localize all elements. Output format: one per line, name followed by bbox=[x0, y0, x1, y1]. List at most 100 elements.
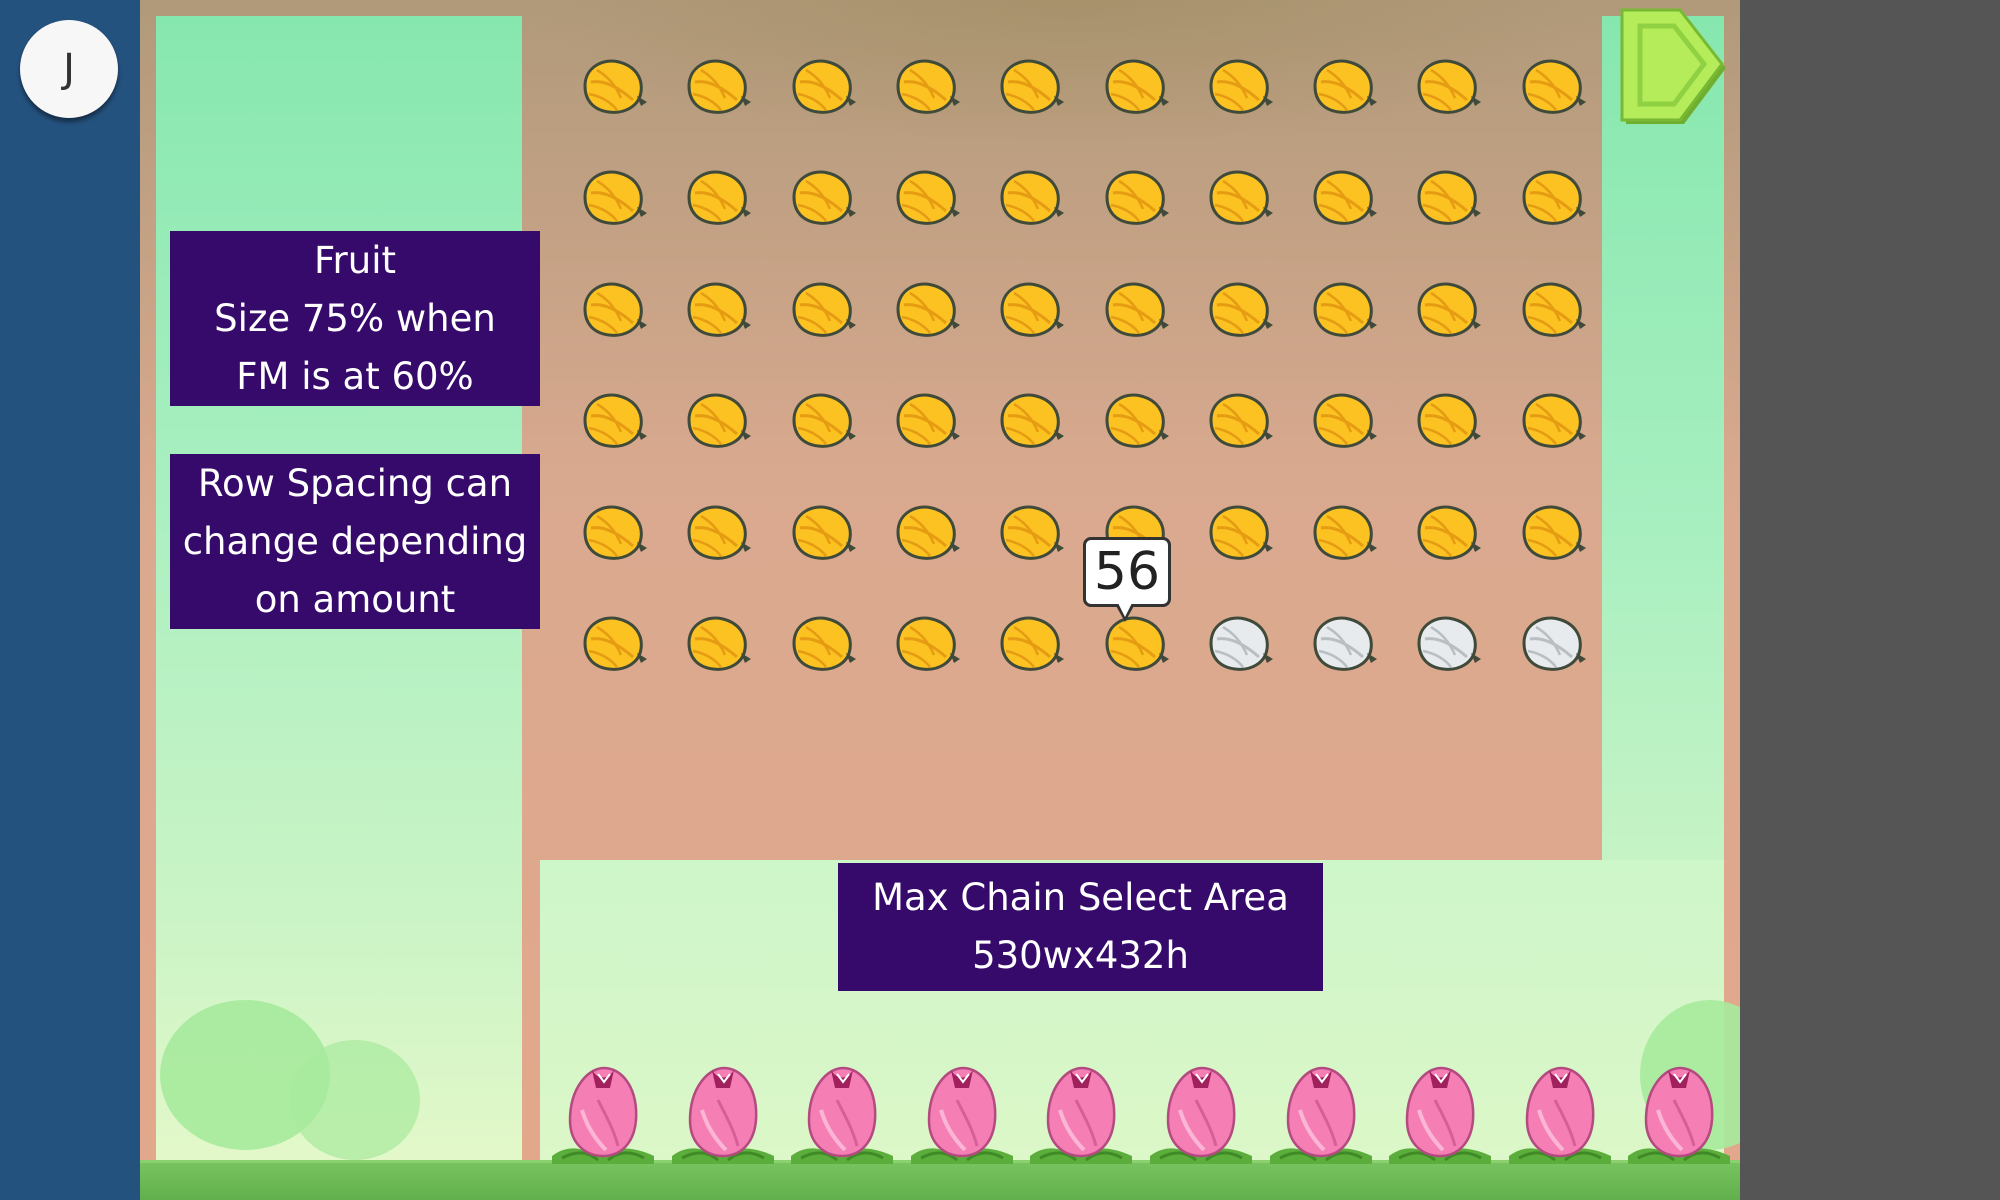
fruit-empty[interactable] bbox=[1411, 609, 1483, 675]
fruit-empty[interactable] bbox=[1307, 609, 1379, 675]
fruit-filled[interactable] bbox=[890, 275, 962, 341]
fruit-filled[interactable] bbox=[994, 275, 1066, 341]
fruit-grid bbox=[140, 0, 1740, 760]
fruit-filled[interactable] bbox=[1099, 609, 1171, 675]
fruit-filled[interactable] bbox=[786, 386, 858, 452]
fruit-filled[interactable] bbox=[577, 275, 649, 341]
starfruit-icon bbox=[1000, 616, 1065, 671]
fruit-filled[interactable] bbox=[1516, 386, 1588, 452]
flower-bud[interactable] bbox=[1146, 1060, 1256, 1164]
row-spacing-note-text: Row Spacing can change depending on amou… bbox=[182, 461, 528, 621]
fruit-filled[interactable] bbox=[1307, 498, 1379, 564]
fruit-filled[interactable] bbox=[1203, 498, 1275, 564]
fruit-filled[interactable] bbox=[786, 163, 858, 229]
starfruit-icon bbox=[687, 170, 752, 226]
fruit-filled[interactable] bbox=[1099, 163, 1171, 229]
fruit-filled[interactable] bbox=[890, 498, 962, 564]
starfruit-icon bbox=[687, 393, 752, 448]
starfruit-icon bbox=[1313, 282, 1378, 337]
fruit-filled[interactable] bbox=[1203, 52, 1275, 118]
fruit-filled[interactable] bbox=[786, 498, 858, 564]
fruit-filled[interactable] bbox=[1307, 163, 1379, 229]
starfruit-icon bbox=[792, 393, 856, 448]
fruit-filled[interactable] bbox=[577, 52, 649, 118]
fruit-filled[interactable] bbox=[1516, 163, 1588, 229]
fruit-filled[interactable] bbox=[890, 386, 962, 452]
fruit-filled[interactable] bbox=[681, 386, 753, 452]
fruit-filled[interactable] bbox=[1099, 52, 1171, 118]
fruit-filled[interactable] bbox=[994, 52, 1066, 118]
fruit-filled[interactable] bbox=[994, 386, 1066, 452]
fruit-filled[interactable] bbox=[786, 275, 858, 341]
fruit-filled[interactable] bbox=[1516, 52, 1588, 118]
starfruit-icon bbox=[583, 170, 647, 226]
fruit-filled[interactable] bbox=[681, 52, 753, 118]
fruit-filled[interactable] bbox=[1411, 163, 1483, 229]
fruit-filled[interactable] bbox=[577, 498, 649, 564]
fruit-filled[interactable] bbox=[994, 163, 1066, 229]
starfruit-icon bbox=[1104, 282, 1169, 337]
fruit-filled[interactable] bbox=[1307, 386, 1379, 452]
starfruit-icon bbox=[792, 616, 856, 671]
starfruit-icon bbox=[1000, 505, 1065, 560]
chain-area-note: Max Chain Select Area 530wx432h bbox=[838, 863, 1323, 991]
fruit-filled[interactable] bbox=[890, 609, 962, 675]
starfruit-icon bbox=[896, 59, 960, 114]
starfruit-icon bbox=[1313, 170, 1378, 226]
fruit-filled[interactable] bbox=[681, 275, 753, 341]
starfruit-icon bbox=[1104, 393, 1169, 448]
flower-bud[interactable] bbox=[1624, 1060, 1734, 1164]
fruit-filled[interactable] bbox=[577, 386, 649, 452]
starfruit-icon bbox=[792, 59, 856, 114]
fruit-filled[interactable] bbox=[786, 52, 858, 118]
fruit-filled[interactable] bbox=[1099, 275, 1171, 341]
fruit-empty[interactable] bbox=[1203, 609, 1275, 675]
flower-bud-icon bbox=[1269, 1066, 1372, 1164]
flower-bud[interactable] bbox=[1026, 1060, 1136, 1164]
starfruit-icon bbox=[1000, 59, 1065, 114]
fruit-filled[interactable] bbox=[1516, 498, 1588, 564]
flower-bud[interactable] bbox=[787, 1060, 897, 1164]
starfruit-icon bbox=[792, 170, 856, 226]
fruit-empty[interactable] bbox=[1516, 609, 1588, 675]
starfruit-icon bbox=[1209, 393, 1273, 448]
avatar-button[interactable]: J bbox=[20, 20, 118, 118]
starfruit-icon bbox=[896, 282, 960, 337]
fruit-filled[interactable] bbox=[1203, 275, 1275, 341]
fruit-filled[interactable] bbox=[577, 609, 649, 675]
flower-row bbox=[140, 1060, 1740, 1168]
flower-bud[interactable] bbox=[907, 1060, 1017, 1164]
fruit-filled[interactable] bbox=[681, 498, 753, 564]
fruit-filled[interactable] bbox=[1411, 386, 1483, 452]
starfruit-icon bbox=[1209, 59, 1273, 114]
flower-bud[interactable] bbox=[668, 1060, 778, 1164]
fruit-filled[interactable] bbox=[577, 163, 649, 229]
fruit-filled[interactable] bbox=[890, 163, 962, 229]
starfruit-icon bbox=[792, 282, 856, 337]
fruit-filled[interactable] bbox=[1099, 386, 1171, 452]
flower-bud[interactable] bbox=[1385, 1060, 1495, 1164]
starfruit-icon bbox=[1104, 170, 1169, 226]
fruit-filled[interactable] bbox=[1411, 498, 1483, 564]
fruit-filled[interactable] bbox=[1411, 275, 1483, 341]
fruit-filled[interactable] bbox=[1307, 275, 1379, 341]
fruit-filled[interactable] bbox=[1307, 52, 1379, 118]
starfruit-icon bbox=[1313, 505, 1378, 560]
flower-bud[interactable] bbox=[1266, 1060, 1376, 1164]
fruit-filled[interactable] bbox=[681, 609, 753, 675]
fruit-filled[interactable] bbox=[1203, 386, 1275, 452]
fruit-filled[interactable] bbox=[681, 163, 753, 229]
avatar-initial: J bbox=[63, 46, 75, 92]
fruit-filled[interactable] bbox=[1203, 163, 1275, 229]
flower-bud[interactable] bbox=[548, 1060, 658, 1164]
starfruit-icon bbox=[1522, 282, 1586, 337]
fruit-filled[interactable] bbox=[994, 498, 1066, 564]
starfruit-icon bbox=[583, 282, 647, 337]
next-button[interactable] bbox=[1620, 6, 1732, 130]
fruit-filled[interactable] bbox=[786, 609, 858, 675]
fruit-filled[interactable] bbox=[994, 609, 1066, 675]
fruit-filled[interactable] bbox=[1411, 52, 1483, 118]
fruit-filled[interactable] bbox=[1516, 275, 1588, 341]
fruit-filled[interactable] bbox=[890, 52, 962, 118]
flower-bud[interactable] bbox=[1505, 1060, 1615, 1164]
